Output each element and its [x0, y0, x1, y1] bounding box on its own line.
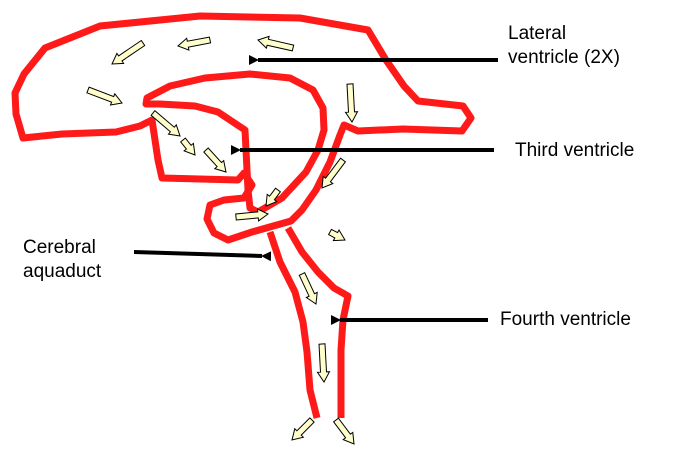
label-cerebral-aquaduct: Cerebral aquaduct: [23, 236, 101, 284]
flow-arrow-icon: [112, 41, 145, 65]
flow-arrow-icon: [329, 229, 345, 240]
label-fourth-ventricle: Fourth ventricle: [500, 308, 631, 332]
flow-arrow-icon: [318, 344, 330, 382]
label-fourth-ventricle-line1: Fourth ventricle: [500, 308, 631, 332]
pointer-line-cerebral: [134, 252, 262, 256]
label-cerebral-aquaduct-line2: aquaduct: [23, 260, 101, 284]
flow-arrow-icon: [181, 138, 195, 155]
label-lateral-ventricle-line1: Lateral: [508, 22, 620, 46]
flow-arrow-icon: [334, 418, 354, 444]
label-third-ventricle-line1: Third ventricle: [515, 139, 634, 163]
flow-arrow-icon: [204, 148, 226, 172]
flow-arrow-icon: [87, 87, 122, 105]
flow-arrow-icon: [299, 273, 317, 304]
flow-arrow-icon: [178, 37, 211, 50]
flow-arrow-icon: [258, 36, 294, 51]
label-lateral-ventricle-line2: ventricle (2X): [508, 46, 620, 70]
third-ventricle-outline: [146, 74, 324, 212]
label-third-ventricle: Third ventricle: [515, 139, 634, 163]
label-lateral-ventricle: Lateral ventricle (2X): [508, 22, 620, 70]
flow-arrow-icon: [346, 84, 358, 122]
flow-arrow-icon: [292, 418, 314, 440]
cerebral-aquaduct-right-wall: [288, 228, 348, 418]
label-cerebral-aquaduct-line1: Cerebral: [23, 236, 101, 260]
